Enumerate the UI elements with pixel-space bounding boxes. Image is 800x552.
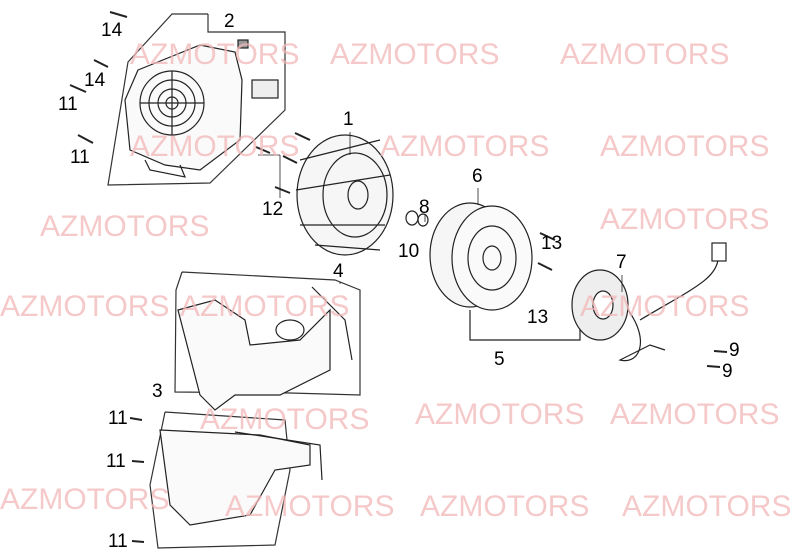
- watermark: AZMOTORS: [40, 210, 210, 243]
- watermark: AZMOTORS: [130, 130, 300, 163]
- watermark: AZMOTORS: [420, 490, 590, 523]
- watermark: AZMOTORS: [0, 483, 170, 516]
- callout-14: 14: [101, 20, 123, 41]
- bolts: [69, 11, 728, 543]
- engine-shroud-part: [177, 286, 353, 411]
- callout-7: 7: [616, 252, 627, 273]
- callout-4: 4: [333, 261, 344, 282]
- callout-13: 13: [541, 233, 563, 254]
- group-outline-shroud: [174, 271, 361, 396]
- lower-cover-part: [159, 429, 323, 526]
- rotor-part: [405, 202, 533, 311]
- callout-14: 14: [84, 70, 106, 91]
- watermark: AZMOTORS: [600, 203, 770, 236]
- watermark: AZMOTORS: [330, 38, 500, 71]
- leader-5: [469, 310, 581, 341]
- callout-5: 5: [494, 349, 505, 370]
- callout-13: 13: [527, 307, 549, 328]
- callout-9: 9: [729, 340, 740, 361]
- flywheel-part: [295, 134, 394, 256]
- callout-12: 12: [262, 199, 284, 220]
- watermark: AZMOTORS: [580, 290, 750, 323]
- callout-3: 3: [152, 381, 163, 402]
- watermark: AZMOTORS: [622, 490, 792, 523]
- callout-9: 9: [722, 361, 733, 382]
- callout-11: 11: [106, 451, 126, 472]
- watermark: AZMOTORS: [0, 290, 170, 323]
- leader-lines: [258, 132, 623, 292]
- callout-11: 11: [108, 531, 128, 552]
- watermark: AZMOTORS: [225, 490, 395, 523]
- watermark: AZMOTORS: [380, 130, 550, 163]
- stator-part: [571, 242, 727, 362]
- watermark: AZMOTORS: [600, 130, 770, 163]
- group-outline-fan-cover: [107, 13, 286, 186]
- fan-cover-part: [124, 39, 279, 178]
- callout-11: 11: [108, 408, 128, 429]
- callout-10: 10: [398, 241, 420, 262]
- group-outline-lower-cover: [149, 411, 291, 549]
- callout-2: 2: [224, 11, 235, 32]
- watermark: AZMOTORS: [560, 38, 730, 71]
- callout-8: 8: [419, 197, 430, 218]
- watermark: AZMOTORS: [610, 398, 780, 431]
- callout-11: 11: [70, 147, 90, 168]
- watermark: AZMOTORS: [200, 403, 370, 436]
- watermark: AZMOTORS: [180, 290, 350, 323]
- callout-11: 11: [58, 94, 78, 115]
- callout-6: 6: [472, 166, 483, 187]
- watermark: AZMOTORS: [130, 38, 300, 71]
- callout-1: 1: [343, 109, 354, 130]
- watermark: AZMOTORS: [415, 398, 585, 431]
